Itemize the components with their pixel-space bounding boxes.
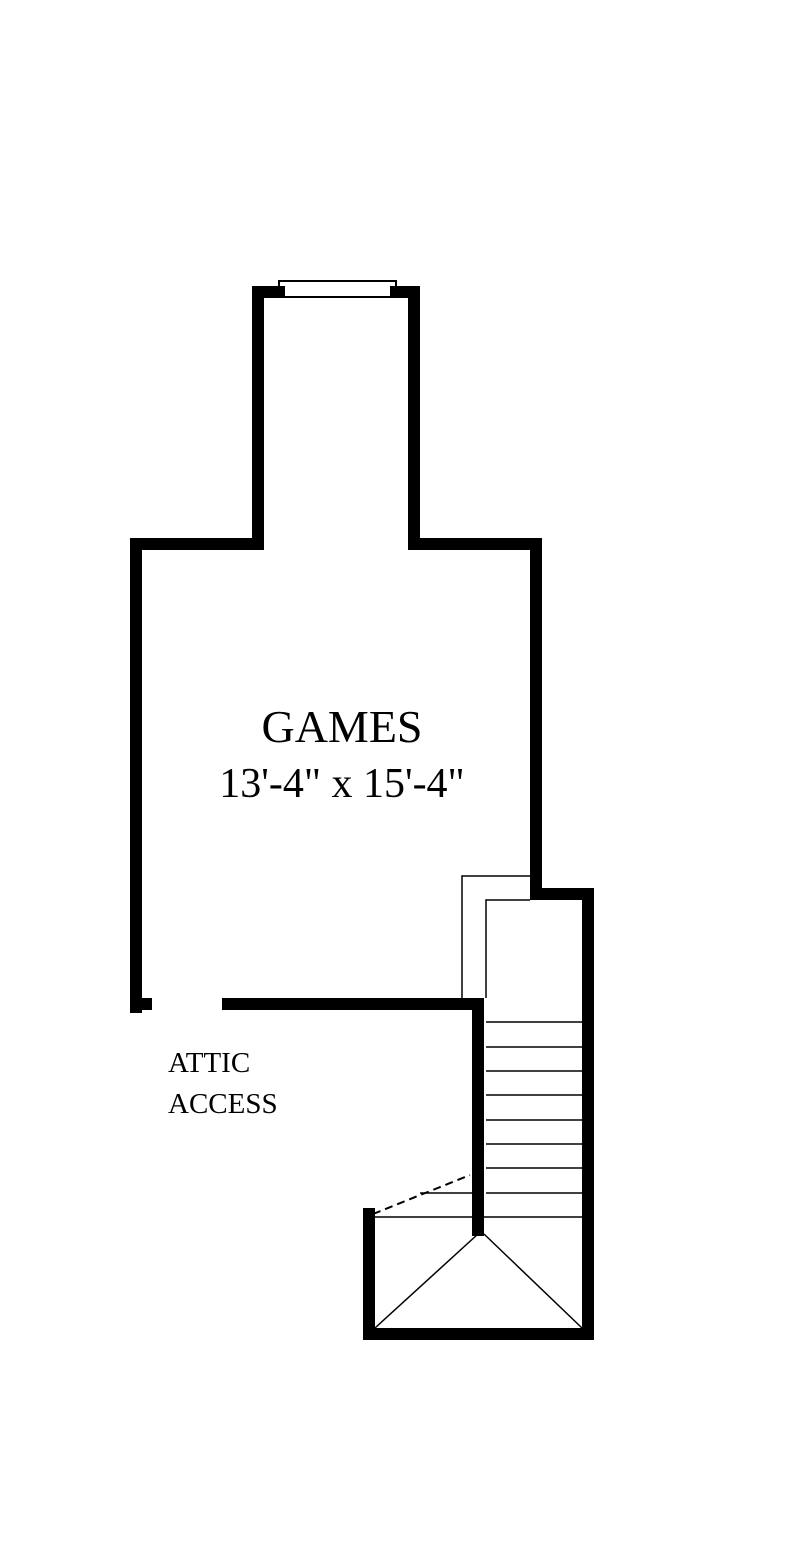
alcove-right-wall bbox=[363, 286, 594, 1340]
attic-label-line1: ATTIC bbox=[168, 1047, 250, 1079]
attic-wall-stub bbox=[130, 998, 152, 1010]
stair-winder bbox=[483, 1233, 583, 1329]
main-wall-outline bbox=[130, 286, 285, 1013]
ceiling-break-line bbox=[372, 1174, 471, 1215]
stair-railing-inner bbox=[485, 899, 530, 998]
games-bottom-wall bbox=[222, 998, 484, 1236]
stair bbox=[374, 875, 583, 1329]
stair-railing-outer bbox=[461, 875, 530, 998]
exterior-walls bbox=[130, 286, 594, 1340]
stair-winder bbox=[374, 1233, 479, 1329]
attic-label-line2: ACCESS bbox=[168, 1088, 278, 1120]
room-name: GAMES bbox=[261, 701, 422, 752]
window bbox=[278, 280, 397, 298]
room-dimensions: 13'-4" x 15'-4" bbox=[219, 761, 464, 807]
